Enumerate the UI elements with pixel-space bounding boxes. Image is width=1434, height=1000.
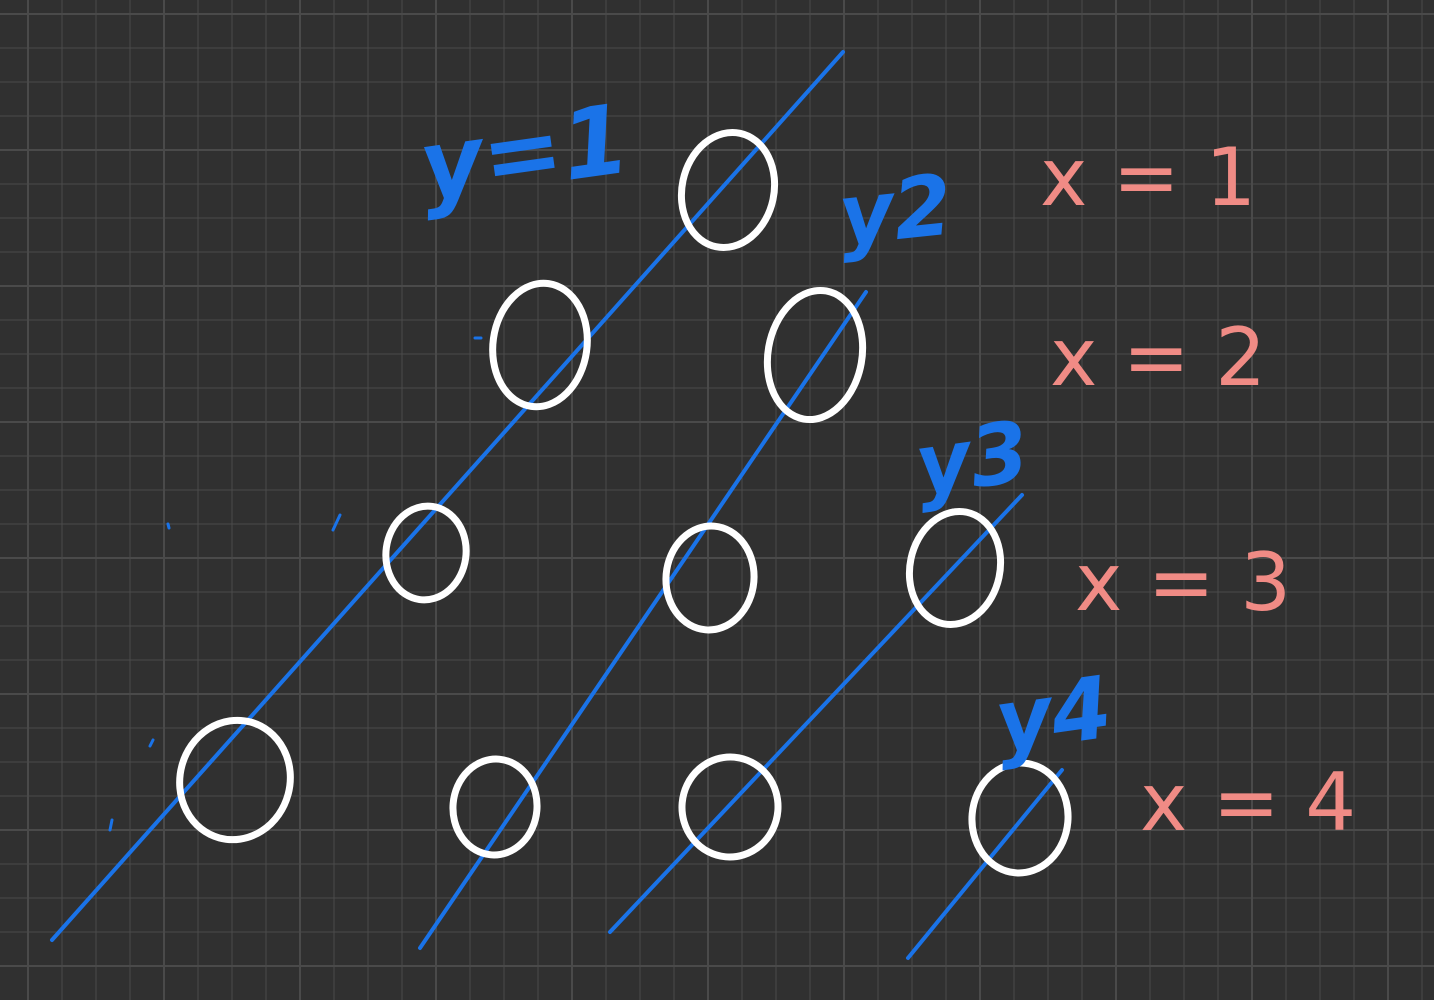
diagonal-line-y1 xyxy=(50,50,845,942)
circle-r4-c4 xyxy=(968,759,1072,877)
circle-r4-c2 xyxy=(449,755,541,859)
label-x3: x = 3 xyxy=(1075,536,1291,629)
diagonal-lines xyxy=(50,50,1064,960)
stray-mark xyxy=(108,818,114,832)
label-y3: y3 xyxy=(909,402,1035,515)
stray-mark xyxy=(331,513,342,532)
label-x4: x = 4 xyxy=(1140,756,1356,849)
label-y2: y2 xyxy=(834,156,957,265)
y-labels: y=1 y2 y3 y4 xyxy=(413,83,1118,773)
diagonal-line-y3 xyxy=(608,493,1024,934)
stray-marks xyxy=(108,336,483,832)
circle-r3-c2 xyxy=(662,522,758,634)
stray-mark xyxy=(148,738,155,748)
diagonal-line-y4 xyxy=(906,768,1064,960)
circle-r3-c3 xyxy=(905,507,1005,629)
circle-r4-c3 xyxy=(678,753,782,861)
x-labels: x = 1 x = 2 x = 3 x = 4 xyxy=(1040,131,1356,849)
circles xyxy=(176,128,1072,877)
diagonal-line-y2 xyxy=(418,290,868,950)
circle-r2-c1 xyxy=(489,279,591,411)
label-x1: x = 1 xyxy=(1040,131,1256,224)
label-x2: x = 2 xyxy=(1050,311,1266,404)
stray-mark xyxy=(166,522,171,530)
circle-r3-c1 xyxy=(382,502,470,604)
circle-r4-c1 xyxy=(176,716,294,844)
circle-r1-c1 xyxy=(677,128,779,252)
circle-r2-c2 xyxy=(763,286,867,424)
label-y4: y4 xyxy=(989,658,1118,773)
